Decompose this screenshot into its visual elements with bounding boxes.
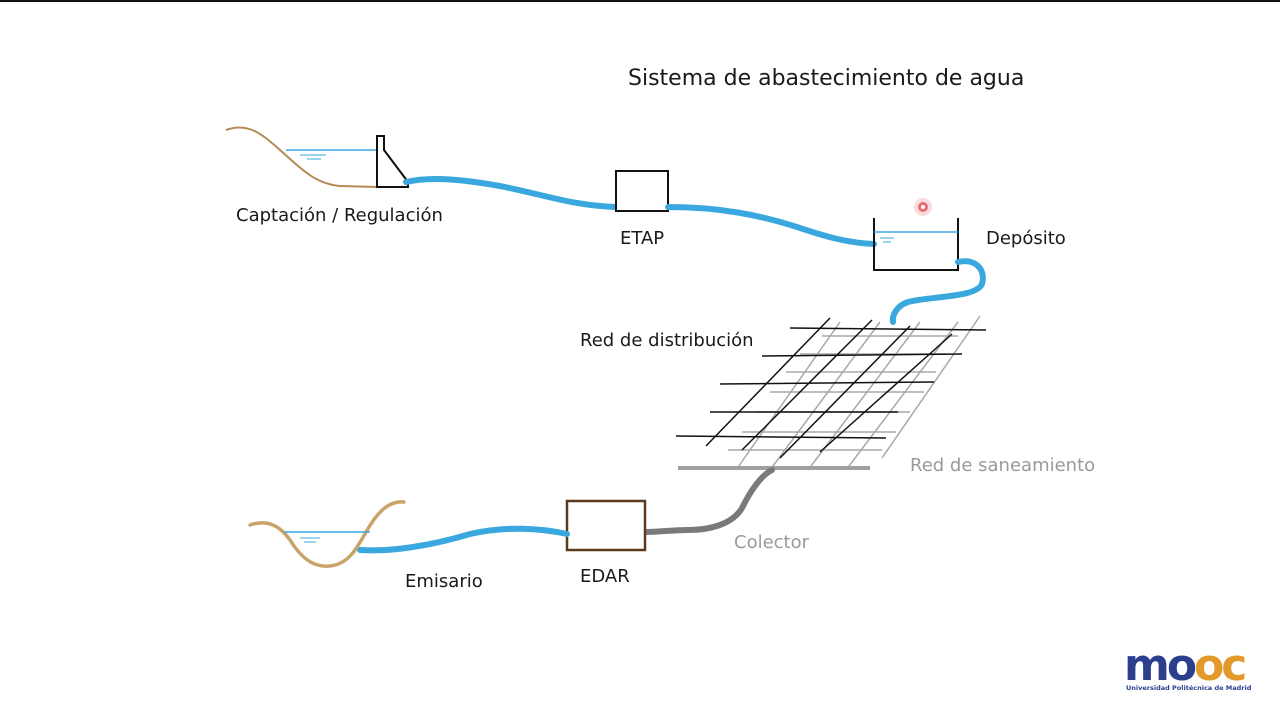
mooc-logo-subtitle: Universidad Politécnica de Madrid [1126,684,1252,692]
label-red-saneamiento: Red de saneamiento [910,455,1095,476]
sewer-network-grid [728,315,981,471]
reservoir-terrain [225,126,379,188]
label-emisario: Emisario [405,571,483,592]
label-etap: ETAP [620,228,664,249]
mooc-logo-text: mooc [1124,640,1245,691]
captacion-reservoir [225,126,409,188]
laser-pointer [914,198,932,216]
receiving-water-body [248,500,406,568]
pipe-colector [643,467,775,535]
pipe-emisario [357,525,570,554]
distribution-network-grid [675,317,987,459]
mooc-upm-logo: mooc Universidad Politécnica de Madrid [1124,640,1252,692]
pipe-dam-to-etap [403,176,619,210]
label-edar: EDAR [580,566,630,587]
etap-box [615,170,669,212]
diagram-title: Sistema de abastecimiento de agua [628,66,1024,91]
label-colector: Colector [734,532,810,553]
dam-shape [376,135,409,188]
top-border [0,0,1280,2]
label-deposito: Depósito [986,228,1066,249]
edar-box [565,499,647,552]
label-red-distribucion: Red de distribución [580,330,754,351]
river-terrain [248,500,406,568]
pipe-deposito-to-network [889,258,986,325]
pipe-etap-to-deposito [665,204,877,247]
deposito-tank [873,218,959,271]
label-captacion: Captación / Regulación [236,205,443,226]
tank-walls [873,218,959,271]
